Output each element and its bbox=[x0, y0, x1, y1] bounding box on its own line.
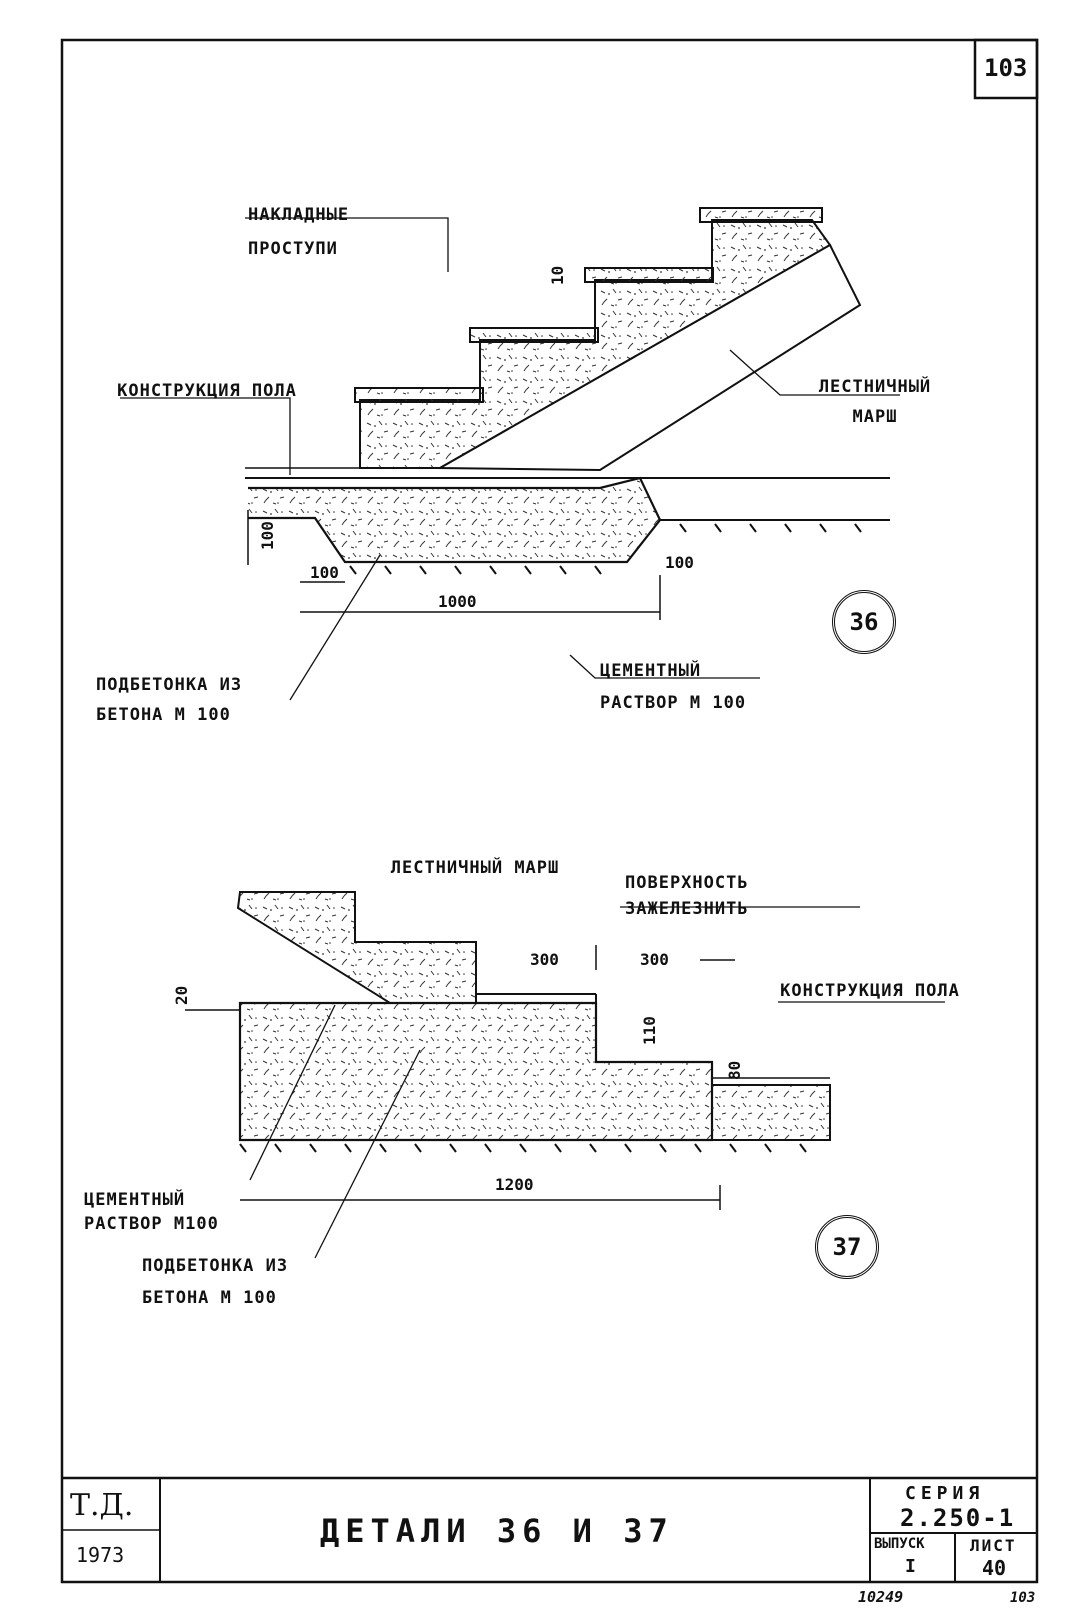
year-mark: 1973 bbox=[76, 1543, 125, 1567]
series-label: СЕРИЯ bbox=[905, 1483, 985, 1504]
label-concrete-36: ПОДБЕТОНКА ИЗ БЕТОНА М 100 bbox=[96, 675, 243, 725]
org-mark: Т.Д. bbox=[70, 1488, 134, 1523]
sheet-number: 103 bbox=[984, 54, 1028, 82]
label-surface-37: ПОВЕРХНОСТЬ ЗАЖЕЛЕЗНИТЬ bbox=[625, 873, 749, 919]
dim-depth-36: 100 bbox=[258, 521, 277, 550]
label-flight-37: ЛЕСТНИЧНЫЙ МАРШ bbox=[390, 858, 560, 878]
detail-marker-36: 36 bbox=[832, 590, 896, 654]
stair-flight-36 bbox=[436, 243, 862, 472]
dim-300b-37: 300 bbox=[640, 950, 669, 969]
issue-value: I bbox=[905, 1556, 916, 1577]
label-floor-36: КОНСТРУКЦИЯ ПОЛА bbox=[117, 381, 297, 401]
label-flight-36: ЛЕСТНИЧНЫЙ МАРШ bbox=[818, 377, 932, 427]
stair-flight-37 bbox=[236, 891, 477, 1004]
series-value: 2.250-1 bbox=[900, 1504, 1016, 1532]
label-mortar-36: ЦЕМЕНТНЫЙ РАСТВОР М 100 bbox=[600, 661, 747, 713]
dim-80-37: 80 bbox=[725, 1060, 744, 1080]
concrete-footing-36 bbox=[248, 476, 662, 564]
issue-label: ВЫПУСК bbox=[874, 1536, 925, 1552]
sheet-frame bbox=[60, 38, 1039, 1584]
sheet-value: 40 bbox=[982, 1556, 1007, 1580]
detail-marker-37: 37 bbox=[815, 1215, 879, 1279]
dim-300a-37: 300 bbox=[530, 950, 559, 969]
detail-36-stair-section bbox=[120, 207, 900, 701]
archive-code: 10249 bbox=[858, 1588, 904, 1606]
dim-width-37: 1200 bbox=[495, 1175, 534, 1194]
label-mortar-37: ЦЕМЕНТНЫЙ РАСТВОР М100 bbox=[84, 1190, 219, 1234]
dim-slope-37: 20 bbox=[172, 985, 191, 1005]
dim-left-36: 100 bbox=[310, 563, 339, 582]
title-block bbox=[62, 1476, 1037, 1582]
sheet-number-box bbox=[973, 38, 1039, 100]
label-treads-36: НАКЛАДНЫЕ ПРОСТУПИ bbox=[248, 205, 350, 259]
label-concrete-37: ПОДБЕТОНКА ИЗ БЕТОНА М 100 bbox=[142, 1256, 289, 1308]
label-floor-37: КОНСТРУКЦИЯ ПОЛА bbox=[780, 981, 960, 1001]
sheet-title: ДЕТАЛИ 36 И 37 bbox=[320, 1512, 674, 1550]
page-number: 103 bbox=[1010, 1590, 1036, 1606]
dim-110-37: 110 bbox=[640, 1016, 659, 1045]
detail-37-landing-section bbox=[185, 891, 945, 1259]
dim-right-36: 100 bbox=[665, 553, 694, 572]
dim-width-36: 1000 bbox=[438, 592, 477, 611]
sheet-label: ЛИСТ bbox=[970, 1536, 1017, 1555]
dim-tread-36: 10 bbox=[548, 265, 567, 285]
